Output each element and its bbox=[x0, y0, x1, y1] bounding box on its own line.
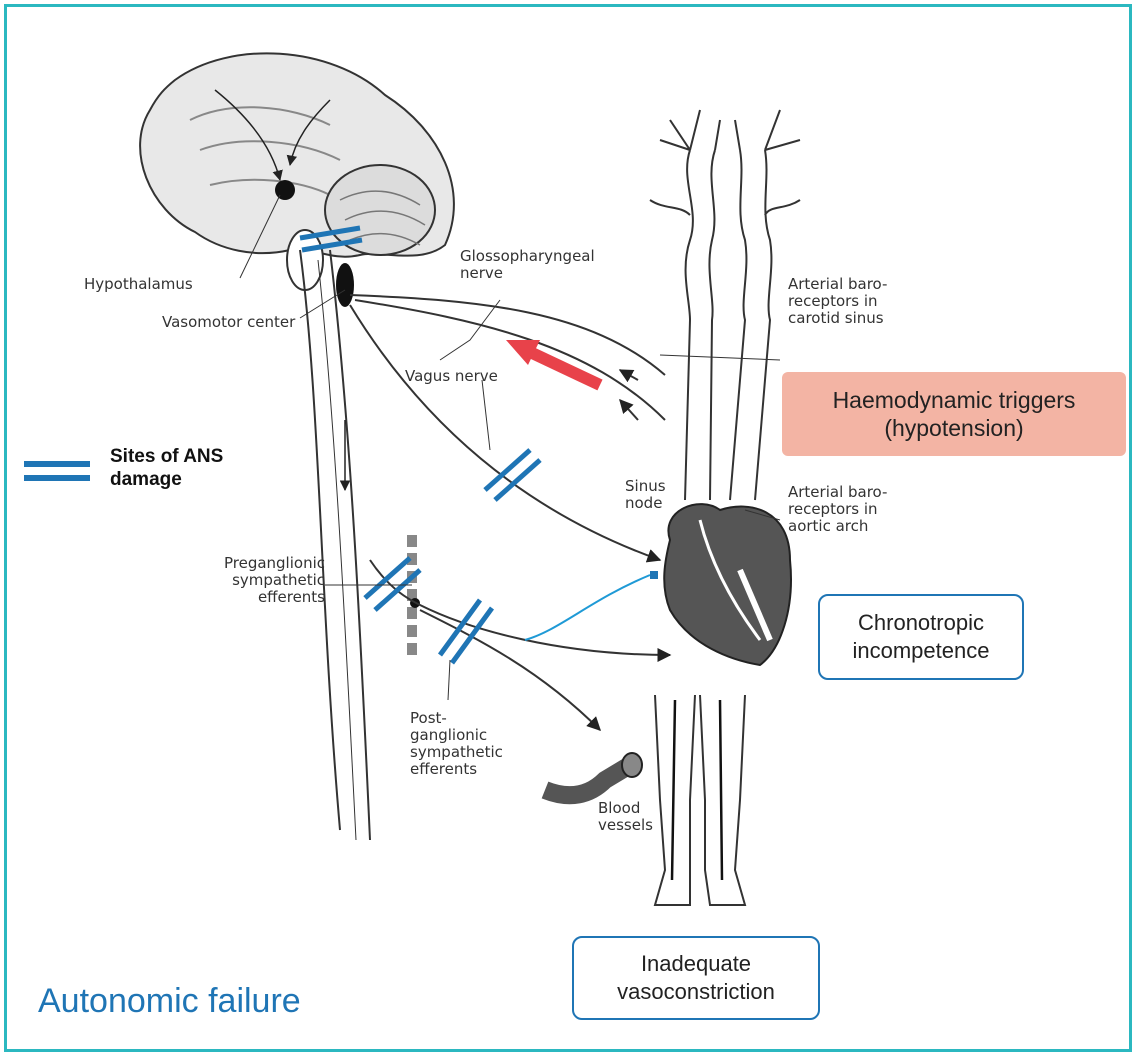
legs-illustration bbox=[655, 695, 745, 905]
box-inadequate-vasoconstriction: Inadequate vasoconstriction bbox=[572, 936, 820, 1020]
damage-sites bbox=[300, 228, 540, 663]
label-postganglionic: Post-ganglionic sympathetic efferents bbox=[410, 710, 520, 778]
label-glossopharyngeal-nerve: Glossopharyngeal nerve bbox=[460, 248, 620, 282]
spinal-cord bbox=[300, 250, 370, 840]
legend-label: Sites of ANS damage bbox=[110, 445, 260, 491]
label-baroreceptors-carotid: Arterial baro-receptors in carotid sinus bbox=[788, 276, 898, 327]
nerve-pathways bbox=[350, 295, 670, 730]
brain-illustration bbox=[140, 53, 454, 307]
vasomotor-center-marker bbox=[336, 263, 354, 307]
label-blood-vessels: Blood vessels bbox=[598, 800, 658, 834]
label-sinus-node: Sinus node bbox=[625, 478, 675, 512]
hypothalamus-marker bbox=[275, 180, 295, 200]
label-hypothalamus: Hypothalamus bbox=[84, 276, 193, 293]
carotid-arteries bbox=[650, 110, 800, 500]
legend-symbol bbox=[24, 464, 90, 478]
label-baroreceptors-aortic: Arterial baro-receptors in aortic arch bbox=[788, 484, 898, 535]
label-preganglionic: Preganglionic sympathetic efferents bbox=[185, 555, 325, 606]
blood-vessel-illustration bbox=[545, 753, 642, 795]
box-chronotropic-incompetence: Chronotropic incompetence bbox=[818, 594, 1024, 680]
label-vasomotor-center: Vasomotor center bbox=[162, 314, 295, 331]
sinus-node-nerve bbox=[525, 575, 650, 640]
box-haemodynamic-triggers: Haemodynamic triggers (hypotension) bbox=[782, 372, 1126, 456]
sympathetic-chain bbox=[410, 535, 420, 660]
sinus-node-marker bbox=[650, 571, 658, 579]
figure-title: Autonomic failure bbox=[38, 982, 301, 1021]
label-vagus-nerve: Vagus nerve bbox=[405, 368, 498, 385]
heart-illustration bbox=[664, 504, 791, 665]
